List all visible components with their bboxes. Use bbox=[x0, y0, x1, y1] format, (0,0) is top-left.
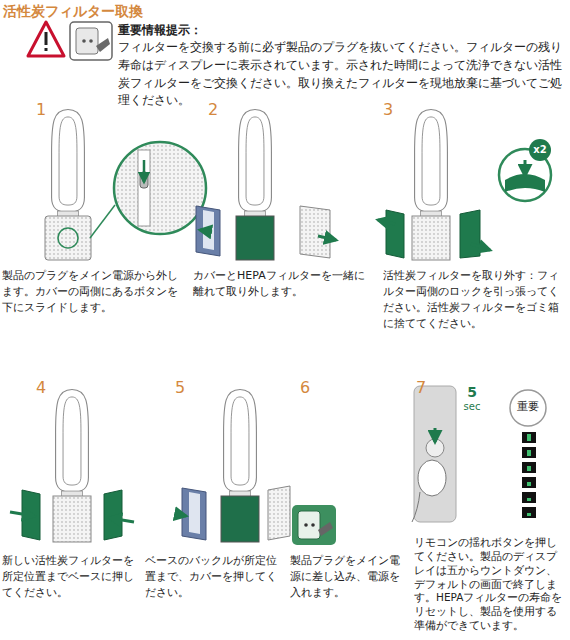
display-icons-part bbox=[522, 432, 536, 443]
step-number: 3 bbox=[383, 98, 413, 121]
step3-figure-part bbox=[378, 220, 395, 224]
step5-figure-part bbox=[189, 492, 200, 534]
title: 活性炭フィルター取換 bbox=[3, 1, 303, 21]
step2-figure-part bbox=[196, 206, 220, 256]
count-badge: x2 bbox=[529, 142, 551, 158]
step3-figure-part bbox=[460, 210, 480, 258]
unplug-icon-part bbox=[89, 39, 93, 43]
step3-figure bbox=[378, 109, 551, 260]
step2-figure-part bbox=[300, 206, 330, 258]
step5-figure-part bbox=[176, 514, 186, 516]
step4-figure-part bbox=[10, 512, 34, 516]
remote-figure-part bbox=[412, 492, 420, 522]
plug-in-icon-part bbox=[318, 522, 333, 536]
display-icons-part bbox=[522, 507, 536, 518]
step3-figure-part bbox=[524, 160, 527, 176]
step-text: 新しい活性炭フィルターを所定位置までベースに押してください。 bbox=[2, 553, 140, 601]
step1-figure-part bbox=[45, 216, 91, 260]
display-icons-part bbox=[527, 513, 531, 516]
display-icons-part bbox=[522, 462, 536, 473]
plug-in-icon-part bbox=[304, 523, 308, 527]
step5-figure-part bbox=[221, 496, 259, 542]
step2-figure-part bbox=[200, 230, 212, 232]
step-text: カバーとHEPAフィルターを一緒に離れて取り外します。 bbox=[193, 268, 375, 300]
step2-figure-part bbox=[318, 236, 336, 240]
display-icons-part bbox=[527, 450, 531, 456]
step-number: 6 bbox=[300, 376, 330, 399]
step3-figure-part bbox=[505, 174, 545, 192]
step-text: 製品のプラグをメイン電源から外します。カバーの両側にあるボタンを下にスライドしま… bbox=[2, 268, 184, 316]
step-number: 5 bbox=[175, 376, 205, 399]
step4-figure-part bbox=[56, 389, 89, 500]
step3-figure-part bbox=[415, 109, 448, 220]
step1-figure-part bbox=[58, 228, 78, 248]
step4-figure-part bbox=[104, 490, 122, 540]
step2-figure bbox=[196, 109, 336, 260]
display-icons-part bbox=[522, 477, 536, 488]
step1-figure-part bbox=[114, 142, 206, 234]
important-mark: 重要 bbox=[512, 399, 544, 415]
step-number: 2 bbox=[208, 98, 238, 121]
step2-figure-part bbox=[239, 109, 272, 220]
step2-figure-part bbox=[236, 216, 274, 260]
warning-icon bbox=[28, 22, 64, 56]
step-text: 製品プラグをメイン電源に差し込み、電源を入れます。 bbox=[290, 553, 408, 601]
warning-icon-part bbox=[28, 22, 64, 56]
step-text: ベースのバックルが所定位置まで、カバーを押してください。 bbox=[145, 553, 283, 601]
step1-figure-part bbox=[138, 150, 150, 226]
display-icons bbox=[522, 432, 536, 518]
warning-icon-part bbox=[45, 32, 48, 45]
display-icons-part bbox=[527, 498, 531, 501]
plug-in-icon-part bbox=[311, 523, 315, 527]
step3-figure-part bbox=[471, 244, 490, 250]
step5-figure-part bbox=[224, 389, 257, 500]
plug-in-icon-part bbox=[298, 511, 320, 539]
step5-figure-part bbox=[182, 488, 206, 540]
step-number: 7 bbox=[416, 376, 446, 399]
remote-figure-part bbox=[434, 428, 437, 442]
step1-figure-part bbox=[90, 205, 115, 238]
display-icons-part bbox=[522, 492, 536, 503]
step5-figure-part bbox=[268, 486, 290, 540]
unplug-icon-part bbox=[70, 22, 112, 60]
step4-figure-part bbox=[110, 518, 134, 522]
time-unit: sec bbox=[458, 400, 486, 415]
step3-figure-part bbox=[412, 216, 450, 260]
unplug-icon bbox=[70, 22, 112, 60]
remote-figure-part bbox=[510, 390, 546, 426]
step1-figure-part bbox=[143, 160, 146, 182]
step1-figure-part bbox=[52, 109, 85, 220]
step3-figure-part bbox=[529, 139, 551, 161]
step-number: 4 bbox=[36, 376, 66, 399]
unplug-icon-part bbox=[76, 28, 98, 54]
step4-figure bbox=[10, 389, 134, 542]
plug-in-icon bbox=[292, 505, 336, 545]
step-text: 活性炭フィルターを取り外す：フィルター両側のロックを引っ張ってください。活性炭フ… bbox=[383, 268, 565, 332]
step4-figure-part bbox=[53, 496, 91, 542]
display-icons-part bbox=[527, 434, 531, 441]
step-text: リモコンの揺れボタンを押してください。製品のディスプレイは五からウントダウン、デ… bbox=[414, 536, 566, 633]
unplug-icon-part bbox=[96, 38, 110, 52]
plug-in-icon-part bbox=[292, 505, 336, 545]
step3-figure-part bbox=[386, 210, 404, 258]
step-number: 1 bbox=[36, 98, 66, 121]
display-icons-part bbox=[527, 466, 531, 471]
step1-figure bbox=[45, 109, 206, 260]
display-icons-part bbox=[527, 482, 531, 486]
remote-figure bbox=[412, 386, 546, 522]
remote-figure-part bbox=[414, 386, 456, 522]
display-icons-part bbox=[522, 447, 536, 458]
notice-heading: 重要情報提示： bbox=[118, 22, 318, 39]
notice-text: フィルターを交換する前に必ず製品のプラグを抜いてください。フィルターの残り寿命は… bbox=[118, 39, 562, 110]
time-value: 5 bbox=[462, 382, 482, 402]
warning-icon-part bbox=[45, 48, 48, 51]
remote-figure-part bbox=[418, 460, 446, 496]
unplug-icon-part bbox=[82, 39, 86, 43]
step5-figure bbox=[176, 389, 290, 542]
